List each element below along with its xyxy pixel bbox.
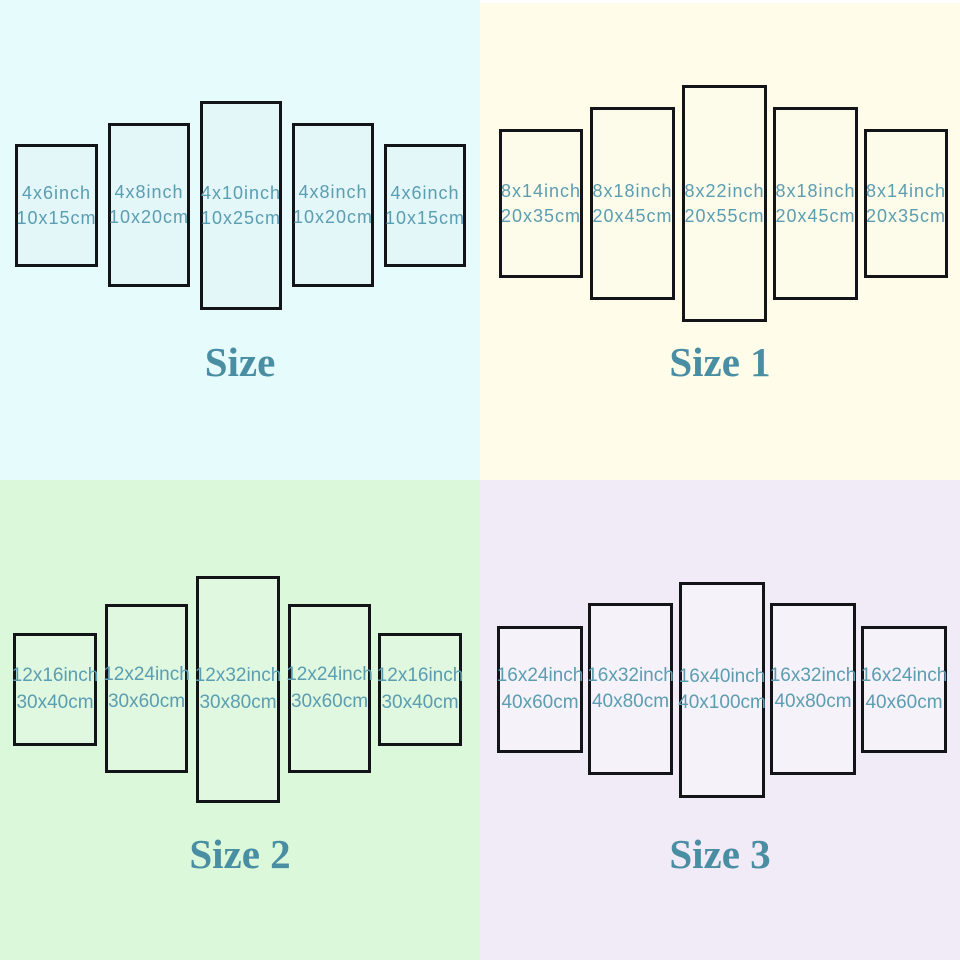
- panel-size-cm: 10x20cm: [292, 207, 374, 227]
- quadrant-title: Size: [204, 339, 276, 385]
- canvas-panel: 16x24inch 40x60cm: [497, 626, 583, 753]
- panel-size-inch: 4x6inch: [21, 182, 92, 203]
- panel-size-inch: 12x24inch: [286, 664, 373, 686]
- panel-size-cm: 40x80cm: [774, 691, 852, 712]
- canvas-panel: 12x16inch 30x40cm: [377, 633, 464, 746]
- panel-size-cm: 30x40cm: [381, 691, 459, 713]
- panel-size-inch: 12x16inch: [11, 665, 99, 687]
- canvas-panel: 4x8inch 10x20cm: [292, 123, 374, 287]
- panel-size-cm: 20x45cm: [592, 205, 673, 226]
- panel-size-cm: 30x80cm: [199, 691, 277, 713]
- panel-size-cm: 10x15cm: [16, 207, 97, 228]
- panel-size-label: 12x24inch 30x60cm: [286, 662, 373, 714]
- panel-size-label: 4x6inch 10x15cm: [385, 181, 465, 231]
- panel-size-cm: 40x60cm: [501, 691, 579, 713]
- panel-size-cm: 30x60cm: [290, 690, 369, 712]
- panel-size-label: 4x6inch 10x15cm: [16, 181, 96, 231]
- canvas-panel: 8x18inch 20x45cm: [773, 107, 858, 300]
- quadrant-title: Size 3: [669, 831, 771, 877]
- panel-size-cm: 40x80cm: [591, 691, 670, 712]
- panel-size-inch: 16x32inch: [769, 664, 857, 686]
- quadrant-title: Size 1: [669, 339, 771, 385]
- panel-size-label: 12x32inch 30x80cm: [195, 663, 282, 715]
- canvas-panel: 4x6inch 10x15cm: [384, 144, 466, 267]
- canvas-panel: 12x16inch 30x40cm: [12, 633, 99, 746]
- panel-size-cm: 10x15cm: [384, 207, 466, 228]
- panel-size-cm: 10x20cm: [108, 207, 190, 227]
- canvas-panel: 8x22inch 20x55cm: [682, 85, 767, 322]
- quadrant-size: 4x6inch 10x15cm 4x8inch 10x20cm 4x10inch…: [0, 0, 480, 480]
- panel-size-inch: 4x6inch: [390, 182, 460, 203]
- quadrant-size-2: 12x16inch 30x40cm 12x24inch 30x60cm 12x3…: [0, 480, 480, 960]
- panel-size-label: 16x32inch 40x80cm: [770, 663, 857, 715]
- panel-size-label: 12x16inch 30x40cm: [12, 663, 99, 715]
- panel-size-label: 8x18inch 20x45cm: [775, 179, 855, 229]
- canvas-panel: 4x8inch 10x20cm: [108, 123, 190, 287]
- panel-size-cm: 20x35cm: [865, 205, 947, 226]
- quadrant-size-1: 8x14inch 20x35cm 8x18inch 20x45cm 8x22in…: [480, 0, 960, 480]
- panel-size-label: 8x18inch 20x45cm: [592, 179, 672, 229]
- canvas-panel: 16x24inch 40x60cm: [861, 626, 947, 753]
- top-edge-strip: [480, 0, 960, 3]
- canvas-panel: 4x6inch 10x15cm: [15, 144, 98, 267]
- panel-size-inch: 16x32inch: [587, 664, 674, 686]
- panel-size-label: 16x32inch 40x80cm: [587, 663, 674, 715]
- panel-size-label: 16x24inch 40x60cm: [497, 663, 584, 715]
- canvas-panel: 8x18inch 20x45cm: [590, 107, 675, 300]
- panel-size-inch: 4x8inch: [114, 182, 184, 203]
- canvas-panel: 8x14inch 20x35cm: [864, 129, 948, 278]
- canvas-panel: 16x32inch 40x80cm: [770, 603, 856, 775]
- panel-size-cm: 30x40cm: [16, 691, 94, 713]
- quadrant-size-3: 16x24inch 40x60cm 16x32inch 40x80cm 16x4…: [480, 480, 960, 960]
- panel-size-inch: 12x16inch: [376, 665, 464, 687]
- panel-size-inch: 16x24inch: [860, 665, 948, 687]
- canvas-panel: 12x24inch 30x60cm: [103, 604, 190, 773]
- panel-size-label: 8x22inch 20x55cm: [684, 179, 764, 229]
- canvas-panel: 4x10inch 10x25cm: [200, 101, 282, 310]
- panel-size-cm: 30x60cm: [107, 690, 186, 712]
- panel-size-cm: 40x60cm: [865, 691, 943, 713]
- panel-size-inch: 12x24inch: [103, 664, 190, 686]
- panel-size-cm: 40x100cm: [678, 692, 766, 713]
- panel-size-label: 12x24inch 30x60cm: [103, 662, 190, 714]
- panel-size-label: 4x10inch 10x25cm: [201, 181, 281, 231]
- panel-size-label: 12x16inch 30x40cm: [377, 663, 464, 715]
- panel-size-label: 16x40inch 40x100cm: [678, 664, 766, 716]
- panel-size-cm: 20x45cm: [775, 205, 856, 226]
- panel-size-label: 8x14inch 20x35cm: [866, 179, 946, 229]
- panel-size-inch: 4x8inch: [298, 182, 368, 203]
- panel-size-inch: 8x18inch: [592, 180, 673, 201]
- panel-size-cm: 10x25cm: [200, 207, 282, 228]
- panel-size-label: 4x8inch 10x20cm: [109, 180, 189, 230]
- panel-size-label: 8x14inch 20x35cm: [501, 179, 581, 229]
- canvas-panel: 16x32inch 40x80cm: [587, 603, 674, 775]
- panel-size-inch: 16x24inch: [496, 665, 584, 687]
- panel-size-label: 4x8inch 10x20cm: [293, 180, 373, 230]
- quadrant-title: Size 2: [189, 831, 291, 877]
- panel-size-label: 16x24inch 40x60cm: [861, 663, 948, 715]
- panel-size-inch: 8x18inch: [775, 180, 856, 201]
- canvas-panel: 12x32inch 30x80cm: [195, 576, 282, 803]
- panel-size-inch: 8x14inch: [865, 180, 947, 201]
- panel-size-inch: 12x32inch: [194, 665, 282, 687]
- canvas-panel: 16x40inch 40x100cm: [678, 582, 766, 798]
- panel-size-cm: 20x35cm: [500, 205, 582, 226]
- canvas-panel: 12x24inch 30x60cm: [286, 604, 373, 773]
- canvas-panel: 8x14inch 20x35cm: [499, 129, 583, 278]
- panel-size-cm: 20x55cm: [684, 205, 765, 226]
- panel-size-inch: 4x10inch: [200, 182, 282, 203]
- panel-size-inch: 16x40inch: [678, 665, 766, 687]
- panel-size-inch: 8x22inch: [684, 180, 765, 201]
- panel-size-inch: 8x14inch: [500, 180, 582, 201]
